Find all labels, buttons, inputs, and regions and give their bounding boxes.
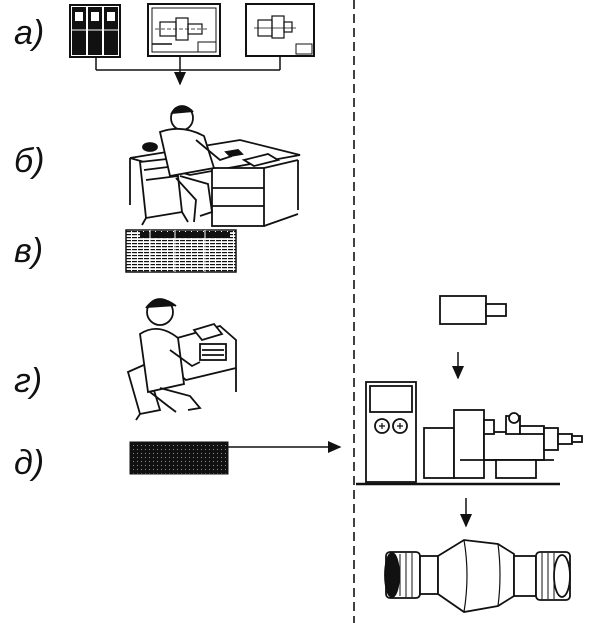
documents-connector [95, 56, 281, 86]
punched-tape-icon [129, 441, 229, 475]
step-label-d: д) [14, 444, 44, 482]
finished-part-icon [384, 539, 571, 613]
part-sketch-icon [245, 3, 315, 57]
binders-icon [69, 4, 121, 58]
step-label-a: а) [14, 14, 44, 52]
person-at-desk-icon [129, 105, 301, 227]
technical-drawing-icon [147, 3, 221, 57]
program-sheet-icon [125, 229, 237, 273]
step-label-v: в) [14, 232, 43, 270]
step-label-b: б) [14, 142, 44, 180]
raw-blank-icon [439, 295, 507, 325]
step-label-g: г) [14, 362, 42, 400]
person-at-tape-puncher-icon [126, 298, 237, 421]
cnc-lathe-icon [356, 381, 583, 486]
